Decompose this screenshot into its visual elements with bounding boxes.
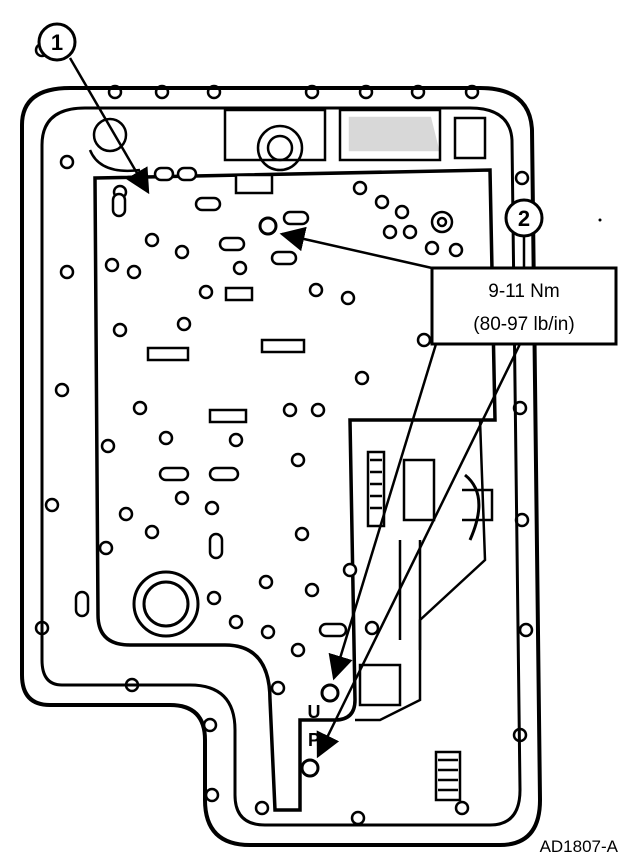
torque-spec-box: 9-11 Nm (80-97 lb/in) [430,266,618,346]
speck [598,218,602,222]
up-orientation-label: U P [308,702,321,750]
manual-valve-linkage [355,418,494,802]
torque-spec-metric: 9-11 Nm [488,281,559,302]
figure-id: AD1807-A [540,837,619,856]
torque-spec-imperial: (80-97 lb/in) [473,314,574,335]
valve-body-bolts [258,216,340,778]
callout-1-number: 1 [51,30,63,55]
up-letter-p: P [308,730,320,750]
up-letter-u: U [308,702,321,722]
case-castings [88,108,487,173]
pan-outer-outline [20,86,543,847]
valve-body-slots [74,166,348,638]
valve-body-plate [93,168,497,812]
pan-bolt-holes [34,42,534,826]
callout-2: 2 [504,198,544,268]
torque-leader-arrows [279,226,522,759]
callout-1: 1 [37,22,150,195]
valve-body-pockets [146,173,306,424]
callout-2-number: 2 [518,206,530,231]
main-pressure-port [132,570,200,638]
pan-inner-rim [40,106,522,827]
valve-body-ports [98,180,464,696]
small-ring-port [430,210,454,234]
